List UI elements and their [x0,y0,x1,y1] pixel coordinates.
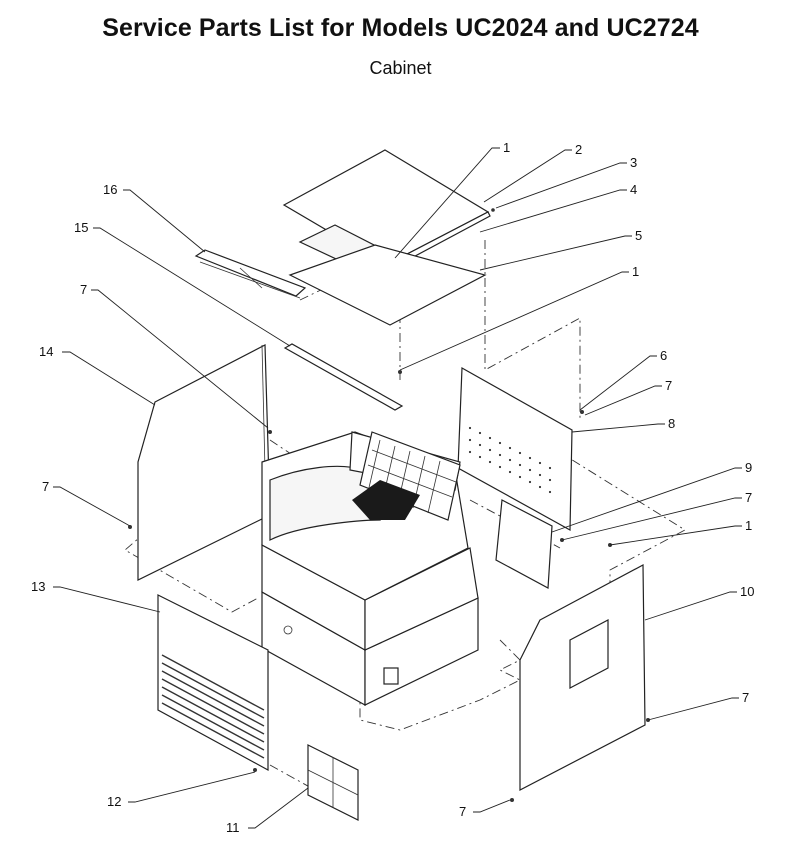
callout-9: 9 [745,460,752,475]
callout-6: 6 [660,348,667,363]
part-right-side-panel[interactable] [519,564,646,791]
callout-3: 3 [630,155,637,170]
callout-12: 12 [107,794,121,809]
callout-labels: 1 2 3 4 5 16 15 7 1 14 6 7 8 9 7 7 1 13 … [31,140,754,835]
callout-5: 5 [635,228,642,243]
part-lower-rear-panel[interactable] [495,499,553,589]
rear-panel-vent-holes [468,426,552,494]
callout-7-lower-rear: 7 [745,490,752,505]
callout-8: 8 [668,416,675,431]
callout-7-rear: 7 [665,378,672,393]
callout-11: 11 [226,820,240,835]
callout-1-rear: 1 [632,264,639,279]
callout-7-left: 7 [42,479,49,494]
part-left-side-panel[interactable] [137,344,271,581]
callout-10: 10 [740,584,754,599]
callout-7-right: 7 [742,690,749,705]
callout-14: 14 [39,344,53,359]
part-rear-rail[interactable] [283,343,404,411]
part-front-trim[interactable] [194,249,307,299]
interior-basket [352,431,461,521]
callout-16: 16 [103,182,117,197]
callout-2: 2 [575,142,582,157]
callout-1: 1 [503,140,510,155]
callout-13: 13 [31,579,45,594]
page-title: Service Parts List for Models UC2024 and… [102,14,699,42]
part-air-filter[interactable] [307,744,359,821]
callout-1-right: 1 [745,518,752,533]
callout-15: 15 [74,220,88,235]
part-rear-panel[interactable] [457,366,573,532]
callout-7-bottom: 7 [459,804,466,819]
cabinet-body [261,431,479,707]
page-subtitle: Cabinet [369,58,432,78]
part-top-liner[interactable] [288,244,487,326]
callout-leader-lines [53,147,742,829]
callout-7-left-top: 7 [80,282,87,297]
part-front-grille[interactable] [157,594,269,772]
callout-4: 4 [630,182,637,197]
